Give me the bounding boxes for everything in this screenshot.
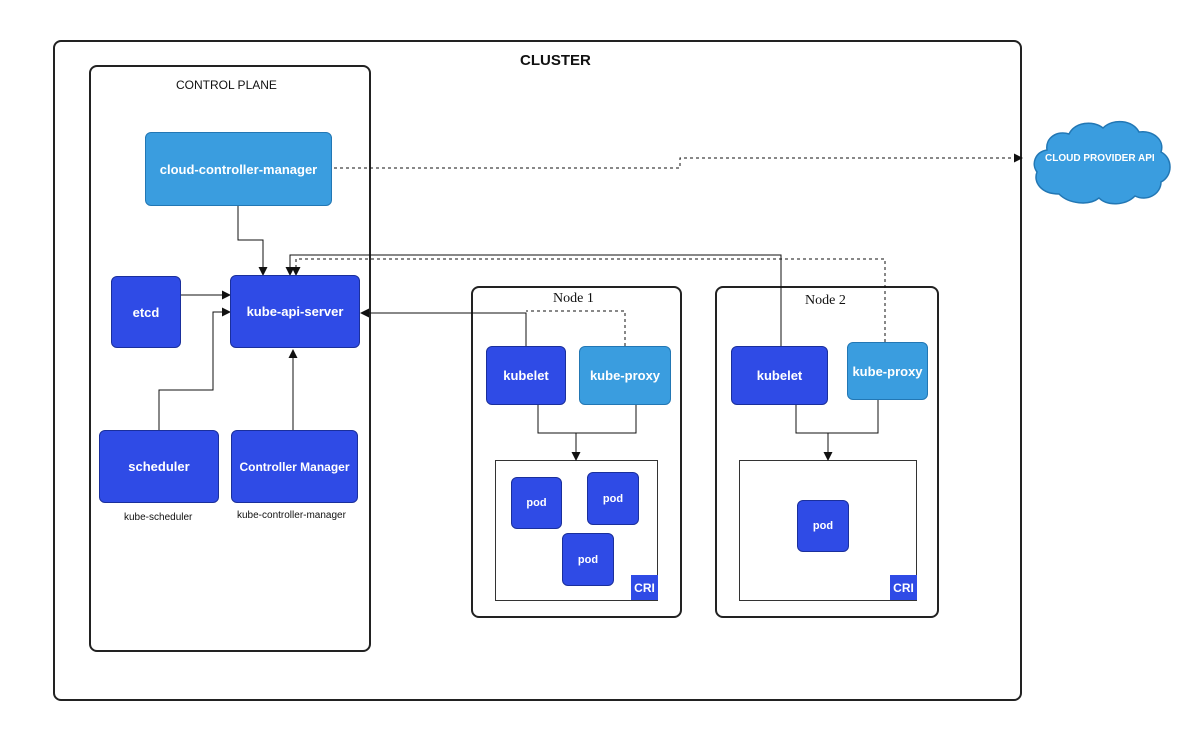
cloud-provider-shape[interactable] — [1027, 112, 1177, 212]
node-2-frame — [715, 286, 939, 618]
control-plane-title: CONTROL PLANE — [176, 78, 277, 92]
node-2-proxy-api-link — [291, 258, 886, 342]
node-1-pod-c[interactable]: pod — [562, 533, 614, 586]
node-1-proxy-api-link — [526, 310, 626, 346]
node-2-pod[interactable]: pod — [797, 500, 849, 552]
node-2-cri-badge: CRI — [890, 575, 917, 600]
node-1-pod-link — [537, 405, 637, 434]
controller-manager-caption: kube-controller-manager — [237, 510, 346, 521]
node-2-pod-link — [795, 400, 879, 434]
ccm-cloud-link — [334, 153, 1023, 169]
cloud-provider-label: CLOUD PROVIDER API — [1045, 153, 1155, 164]
node-2-kubelet-box[interactable]: kubelet — [731, 346, 828, 405]
node-1-kubelet-box[interactable]: kubelet — [486, 346, 566, 405]
node-1-frame — [471, 286, 682, 618]
kube-api-server-box[interactable]: kube-api-server — [230, 275, 360, 348]
node-1-title: Node 1 — [553, 291, 594, 306]
controller-manager-box[interactable]: Controller Manager — [231, 430, 358, 503]
node-2-kube-proxy-box[interactable]: kube-proxy — [847, 342, 928, 400]
etcd-box[interactable]: etcd — [111, 276, 181, 348]
control-plane-frame — [89, 65, 371, 652]
cluster-frame — [53, 40, 1022, 701]
scheduler-box[interactable]: scheduler — [99, 430, 219, 503]
node-1-pod-a[interactable]: pod — [511, 477, 562, 529]
ccm-api-link — [233, 198, 268, 276]
node-1-kubelet-api-link — [360, 308, 527, 346]
node-1-pod-b[interactable]: pod — [587, 472, 639, 525]
node-1-kube-proxy-box[interactable]: kube-proxy — [579, 346, 671, 405]
scheduler-caption: kube-scheduler — [124, 512, 193, 523]
node-2-title: Node 2 — [805, 293, 846, 308]
cloud-controller-manager-box[interactable]: cloud-controller-manager — [145, 132, 332, 206]
scheduler-api-link — [158, 307, 231, 430]
node-2-kubelet-api-link — [285, 254, 782, 346]
cluster-title: CLUSTER — [520, 52, 591, 69]
node-1-cri-badge: CRI — [631, 575, 658, 600]
